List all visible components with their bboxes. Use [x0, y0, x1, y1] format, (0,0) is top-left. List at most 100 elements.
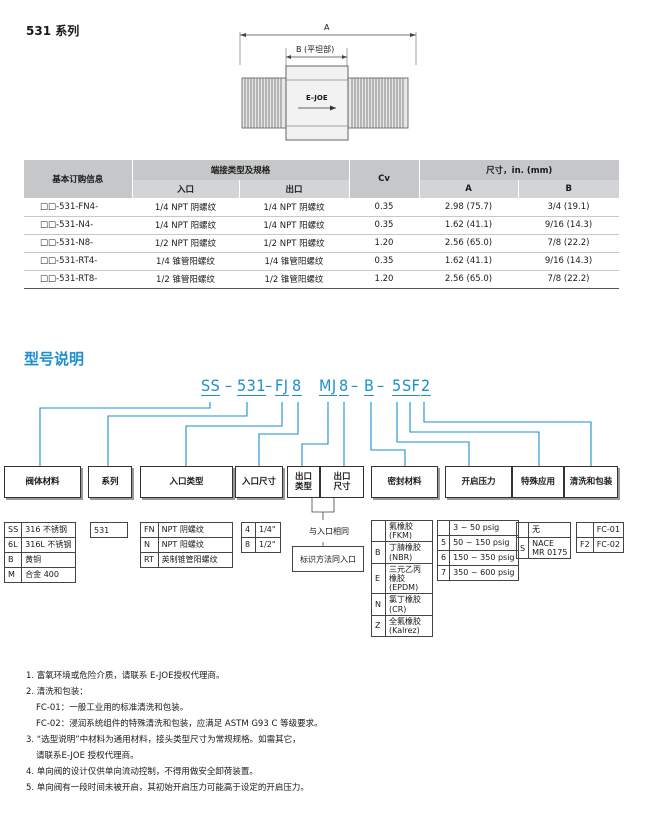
option-row: 氟橡胶 (FKM)	[371, 519, 433, 543]
option-key: RT	[140, 552, 159, 568]
header-clean-package: 清洗和包装	[564, 466, 618, 498]
code-crack: 5	[392, 376, 402, 396]
option-value: 三元乙丙 橡胶 (EPDM)	[385, 562, 433, 595]
cell-code: □□-531-RT8-	[24, 270, 132, 289]
option-value: 316L 不锈钢	[21, 537, 76, 553]
option-key: S	[515, 536, 530, 560]
cell-a: 1.62 (41.1)	[419, 216, 518, 235]
option-key: SS	[3, 522, 23, 538]
valve-outline-icon	[239, 32, 417, 141]
option-key: M	[3, 567, 23, 583]
option-value: NPT 阳螺纹	[157, 537, 234, 553]
option-value: 英制锥管阳螺纹	[157, 552, 234, 568]
cell-code: □□-531-N8-	[24, 234, 132, 253]
option-key: 7	[436, 565, 451, 581]
header-special-application: 特殊应用	[512, 466, 564, 498]
cell-b: 9/16 (14.3)	[518, 216, 619, 235]
cell-cv: 1.20	[349, 270, 419, 289]
note-line: FC-01：一般工业用的标准清洗和包装。	[36, 703, 189, 713]
header-body-material: 阀体材料	[4, 466, 81, 498]
series-title: 531 系列	[26, 24, 80, 38]
cell-cv: 0.35	[349, 216, 419, 235]
note-line: FC-02：浸润系统组件的特殊清洗和包装，应满足 ASTM G93 C 等级要求…	[36, 719, 323, 729]
option-key: 6L	[3, 537, 23, 553]
cell-inlet: 1/4 NPT 阴螺纹	[132, 198, 239, 217]
code-series: 531	[237, 376, 266, 396]
note-line: 1. 富氧环境或危险介质，请联系 E-JOE授权代理商。	[26, 671, 225, 681]
option-value: 1/4"	[255, 522, 281, 538]
code-clean: 2	[421, 376, 431, 396]
option-value: 无	[528, 522, 572, 538]
code-outlet-size: 8	[339, 376, 349, 396]
code-inlet-type: FJ	[275, 376, 289, 396]
note-line: 5. 单向阀有一段时间未被开启，其初始开启压力可能高于设定的开启压力。	[26, 783, 309, 793]
valve-drawing: A B (平坦部) E–JOE	[228, 20, 428, 150]
option-row: 无	[515, 522, 572, 538]
header-crack-pressure: 开启压力	[445, 466, 512, 498]
header-seal-material: 密封材料	[371, 466, 438, 498]
option-key: N	[140, 537, 159, 553]
code-dash: –	[377, 376, 385, 395]
note-line: 请联系E-JOE 授权代理商。	[36, 751, 139, 761]
table-row: □□-531-N4- 1/4 NPT 阳螺纹 1/4 NPT 阳螺纹 0.35 …	[24, 216, 619, 235]
marking-same-note: 标识方法同入口	[292, 546, 364, 572]
option-key	[371, 519, 386, 543]
header-b: B	[517, 180, 619, 198]
header-outlet: 出口	[238, 180, 349, 198]
code-body: SS	[201, 376, 221, 396]
option-value: NACE MR 0175	[528, 536, 572, 560]
option-row: FC-01	[576, 522, 624, 538]
header-outlet-type: 出口 类型	[287, 466, 320, 498]
option-key: F2	[576, 537, 594, 553]
option-value: 氟橡胶 (FKM)	[385, 519, 433, 543]
header-inlet: 入口	[131, 180, 239, 198]
option-key: 6	[436, 550, 451, 566]
same-as-inlet-note: 与入口相同	[295, 520, 363, 542]
option-key: N	[371, 593, 386, 616]
header-a: A	[418, 180, 518, 198]
cell-cv: 0.35	[349, 252, 419, 271]
option-value: 1/2"	[255, 537, 281, 553]
series-value: 531	[90, 522, 128, 538]
code-dash: –	[225, 376, 233, 395]
cell-code: □□-531-FN4-	[24, 198, 132, 217]
section-title: 型号说明	[24, 350, 85, 368]
option-value: 黄铜	[21, 552, 76, 568]
cell-inlet: 1/4 锥管阳螺纹	[132, 252, 239, 271]
cell-code: □□-531-N4-	[24, 216, 132, 235]
brand-mark: E–JOE	[306, 94, 328, 102]
header-outlet-size: 出口 尺寸	[320, 466, 364, 498]
cell-outlet: 1/2 锥管阳螺纹	[239, 270, 349, 289]
cell-code: □□-531-RT4-	[24, 252, 132, 271]
option-key: E	[371, 562, 386, 595]
table-row: □□-531-RT8- 1/2 锥管阳螺纹 1/2 锥管阳螺纹 1.20 2.5…	[24, 270, 619, 289]
code-seal: B	[364, 376, 375, 396]
code-special: SF	[402, 376, 421, 396]
option-key: FN	[140, 522, 159, 538]
header-cv: Cv	[348, 160, 419, 198]
table-row: □□-531-RT4- 1/4 锥管阳螺纹 1/4 锥管阳螺纹 0.35 1.6…	[24, 252, 619, 271]
code-inlet-size: 8	[292, 376, 302, 396]
table-row: □□-531-N8- 1/2 NPT 阳螺纹 1/2 NPT 阳螺纹 1.20 …	[24, 234, 619, 253]
option-value: FC-02	[592, 537, 624, 553]
header-series: 系列	[88, 466, 132, 498]
model-code: SS – 531 – FJ 8 MJ 8 – B – 5 SF 2	[198, 376, 438, 400]
